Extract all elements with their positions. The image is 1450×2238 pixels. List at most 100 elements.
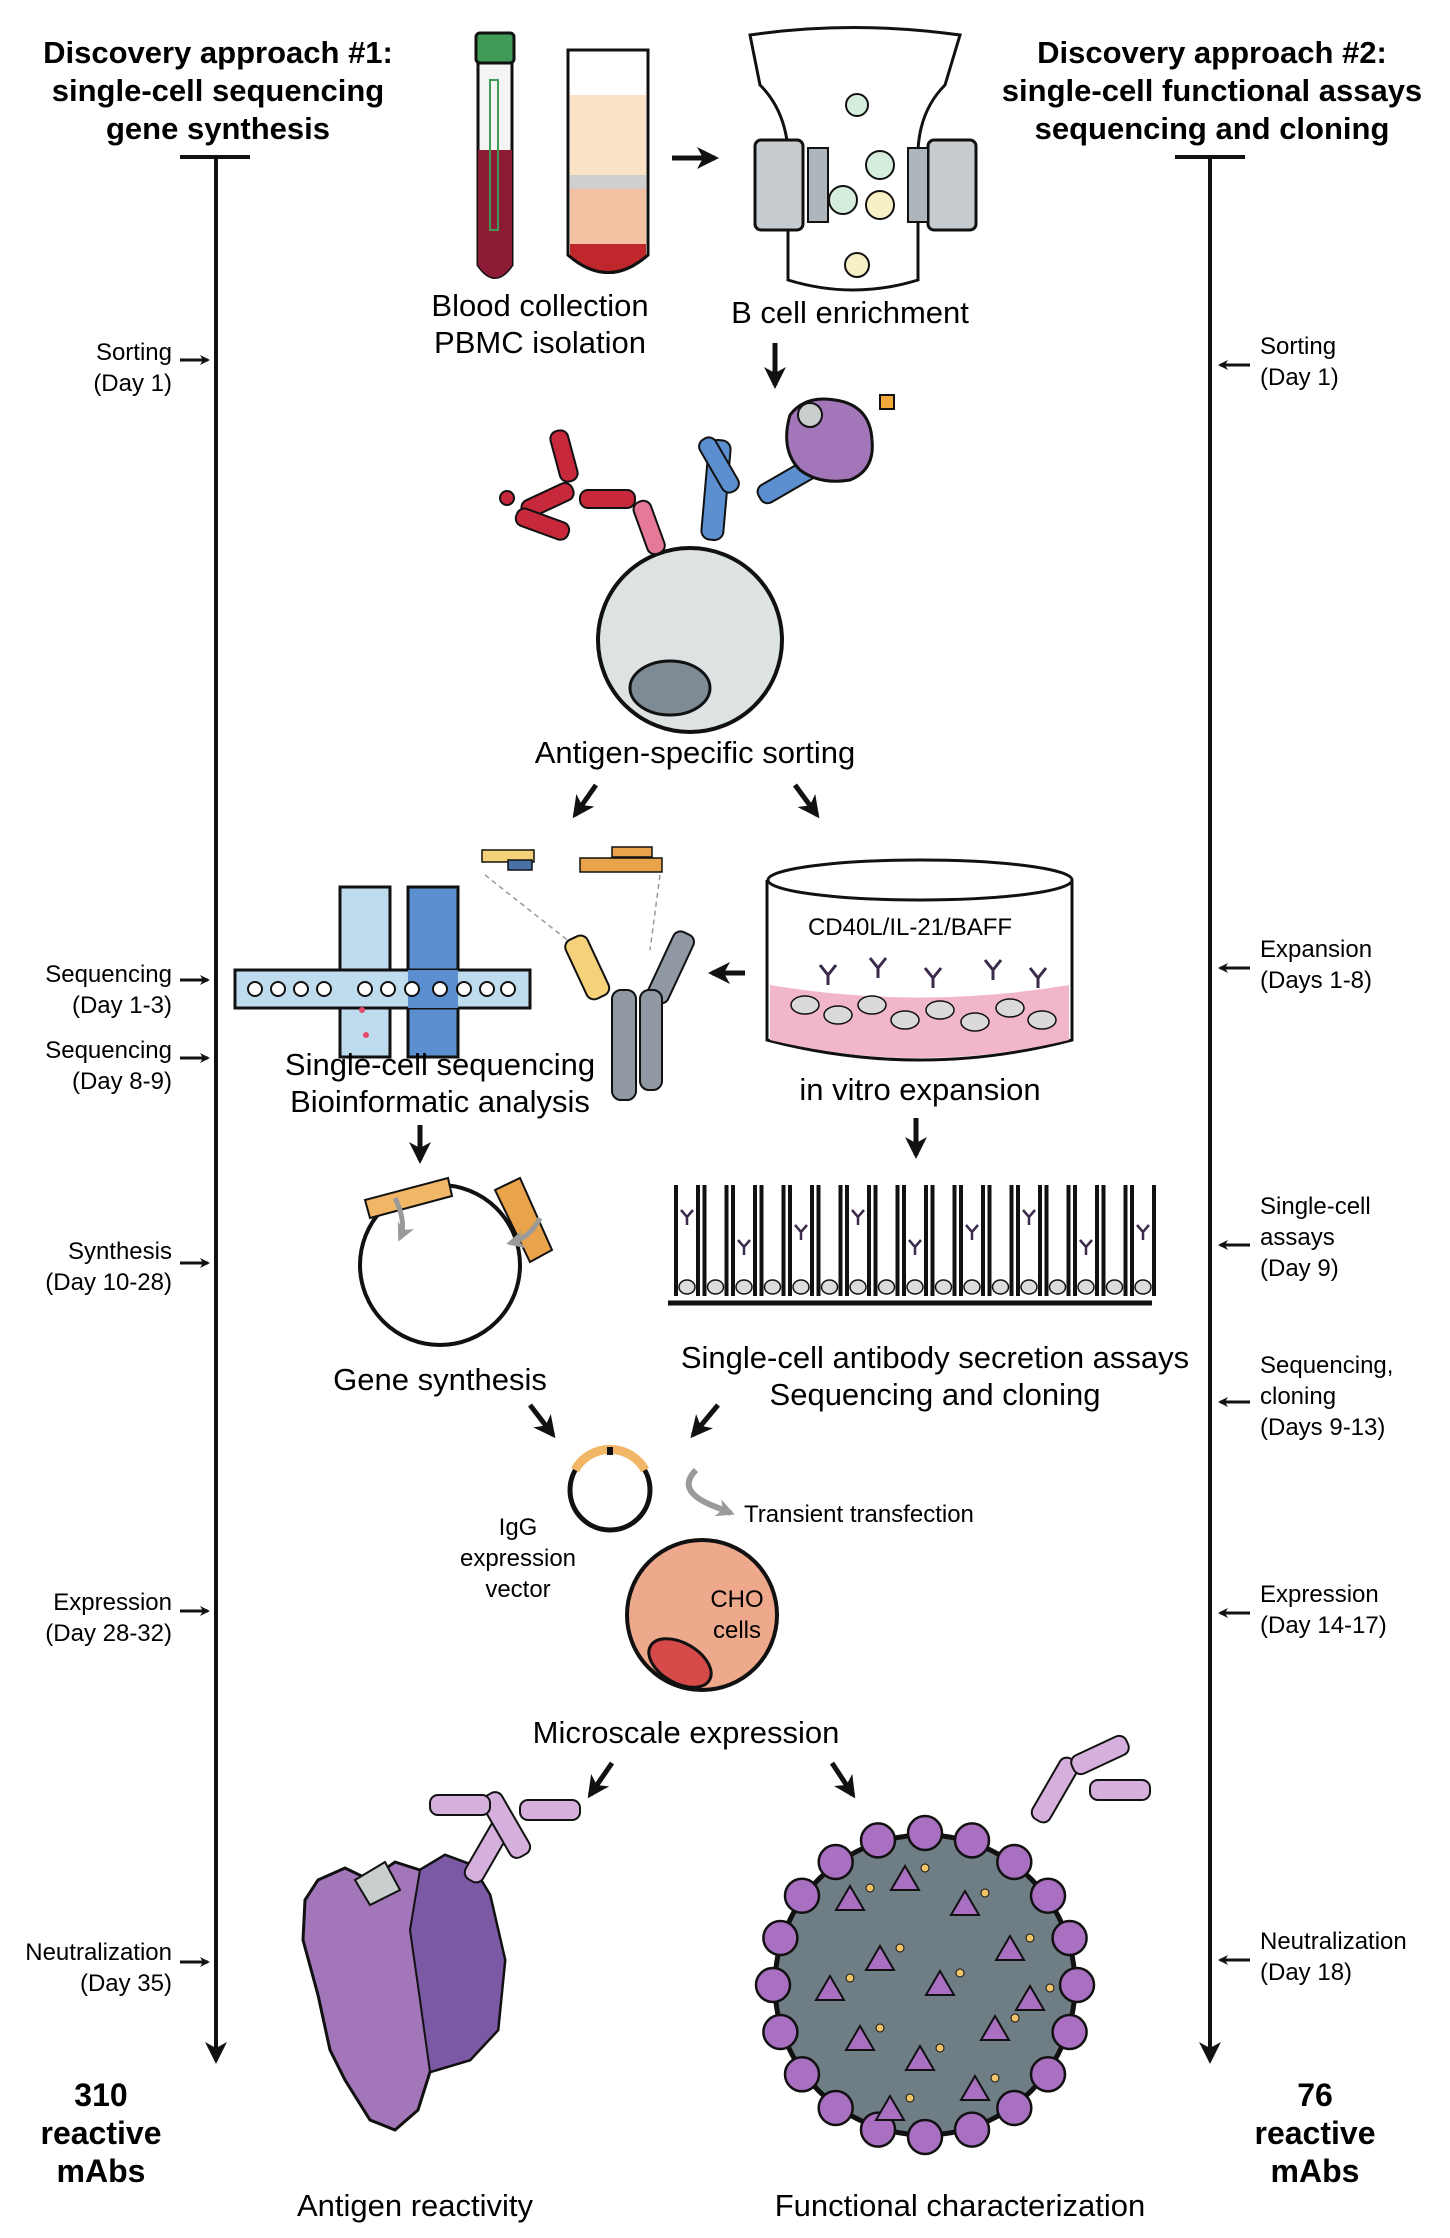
bound-antibody-dot — [955, 1968, 965, 1978]
virus-spike — [754, 1966, 792, 2004]
igg-vector-illustration — [567, 1444, 653, 1533]
functional-characterization-label: Functional characterization — [775, 2188, 1145, 2223]
vector-label-line2: expression — [460, 1545, 576, 1572]
assay-cell — [1134, 1279, 1152, 1295]
bound-antibody-dot — [905, 2093, 915, 2103]
virus-surface-spike — [889, 1864, 921, 1891]
approach2-header: Discovery approach #2: single-cell funct… — [1002, 35, 1422, 146]
assay-cell — [1020, 1279, 1038, 1295]
assay-well — [987, 1185, 1014, 1296]
assay-cell — [1048, 1279, 1067, 1295]
virus-spike — [1058, 1966, 1096, 2004]
assay-well — [959, 1185, 985, 1296]
secretion-assays-label: Single-cell antibody secretion assays — [681, 1340, 1189, 1375]
microfluidic-chip-illustration — [233, 885, 532, 1059]
arrow-to-expansion — [792, 783, 820, 819]
bound-antibody-dot — [875, 2023, 885, 2033]
virus-surface-spike — [834, 1884, 866, 1911]
assay-cell — [1077, 1279, 1095, 1295]
tl2-neutralization: Neutralization — [1260, 1928, 1407, 1955]
assay-cell — [1105, 1279, 1124, 1295]
transient-transfection-label: Transient transfection — [744, 1501, 974, 1528]
secreted-antibody — [794, 1224, 808, 1240]
assay-well — [674, 1185, 700, 1296]
virus-surface-spike — [924, 1969, 956, 1996]
assay-well — [788, 1185, 814, 1296]
sequencing-cloning-label: Sequencing and cloning — [770, 1377, 1101, 1412]
bound-antibody-dot — [935, 2043, 945, 2053]
assay-well — [731, 1185, 757, 1296]
approach1-title-line3: gene synthesis — [106, 111, 330, 146]
tl1-sequencing2-day: (Day 8-9) — [72, 1068, 172, 1095]
gene-synthesis-illustration — [358, 1176, 554, 1347]
tl1-expression-day: (Day 28-32) — [45, 1620, 172, 1647]
virus-spike — [817, 2089, 854, 2127]
tl2-expansion-day: (Days 1-8) — [1260, 967, 1372, 994]
arrow-gene-to-vector — [528, 1403, 556, 1439]
antigen-specific-sorting-label: Antigen-specific sorting — [535, 735, 856, 770]
virus-surface-spike — [814, 1974, 846, 2001]
tl1-sequencing2: Sequencing — [45, 1037, 172, 1064]
tl1-neutralization-day: (Day 35) — [80, 1970, 172, 1997]
secreted-antibody — [965, 1224, 979, 1240]
virus-spike — [1051, 2013, 1088, 2051]
assay-well — [902, 1185, 928, 1296]
bound-antibody-dot — [895, 1943, 905, 1953]
tl2-cloning: cloning — [1260, 1383, 1336, 1410]
virus-surface-spike — [994, 1934, 1026, 1961]
assay-cell — [735, 1279, 753, 1295]
approach1-title-line2: single-cell sequencing — [52, 73, 384, 108]
vector-label-line1: IgG — [499, 1514, 538, 1541]
approach2-title-line3: sequencing and cloning — [1035, 111, 1390, 146]
tl1-neutralization: Neutralization — [25, 1939, 172, 1966]
virus-surface-spike — [949, 1889, 981, 1916]
virus-surface-spike — [959, 2074, 991, 2101]
antigen-reactivity-label: Antigen reactivity — [297, 2188, 534, 2223]
virus-spike — [783, 1877, 821, 1914]
bound-antibody-dot — [980, 1888, 990, 1898]
cells-label: cells — [713, 1617, 761, 1644]
assay-well — [873, 1185, 900, 1296]
assay-cell — [678, 1279, 696, 1295]
assay-cell — [906, 1279, 924, 1295]
assay-well — [702, 1185, 729, 1296]
virus-spike — [817, 1843, 854, 1881]
b-cell-illustration — [499, 394, 895, 734]
tl2-sorting-day: (Day 1) — [1260, 364, 1339, 391]
bound-antibody-dot — [865, 1883, 875, 1893]
virus-surface-spike — [844, 2024, 876, 2051]
tl1-sequencing1-day: (Day 1-3) — [72, 992, 172, 1019]
assay-well — [1016, 1185, 1042, 1296]
virus-spike — [762, 2013, 799, 2051]
single-cell-sequencing-label: Single-cell sequencing — [285, 1047, 595, 1082]
assay-cell — [849, 1279, 867, 1295]
secretion-assay-well-array — [668, 1185, 1156, 1306]
assay-cell — [763, 1279, 782, 1295]
secreted-antibody — [1022, 1209, 1036, 1225]
tl2-assays-line2: assays — [1260, 1224, 1335, 1251]
virus-spike — [1029, 2056, 1067, 2093]
tl2-assays-day: (Day 9) — [1260, 1255, 1339, 1282]
arrow-to-functional — [829, 1761, 856, 1799]
virus-surface-spike — [864, 1944, 896, 1971]
approach2-total-count: 76 — [1297, 2077, 1333, 2113]
assay-well — [845, 1185, 871, 1296]
assay-well — [1101, 1185, 1128, 1296]
approach1-title-line1: Discovery approach #1: — [43, 35, 393, 70]
tl2-sequencing: Sequencing, — [1260, 1352, 1393, 1379]
tl1-sorting-day: (Day 1) — [93, 370, 172, 397]
blood-tube-illustration — [474, 31, 516, 279]
approach2-total-line3: mAbs — [1271, 2153, 1360, 2189]
pbmc-isolation-label: PBMC isolation — [434, 325, 646, 360]
arrow-assays-to-vector — [690, 1403, 720, 1439]
transfection-arrow — [685, 1467, 735, 1517]
assay-cell — [991, 1279, 1010, 1295]
tl1-sequencing1: Sequencing — [45, 961, 172, 988]
assay-well — [1073, 1185, 1099, 1296]
virus-illustration — [754, 1734, 1151, 2156]
virus-surface-spike — [874, 2094, 906, 2121]
approach1-total-line2: reactive — [41, 2115, 162, 2151]
bound-antibody-dot — [845, 1973, 855, 1983]
bound-antibody-dot — [1025, 1933, 1035, 1943]
arrow-to-sequencing — [572, 783, 599, 819]
